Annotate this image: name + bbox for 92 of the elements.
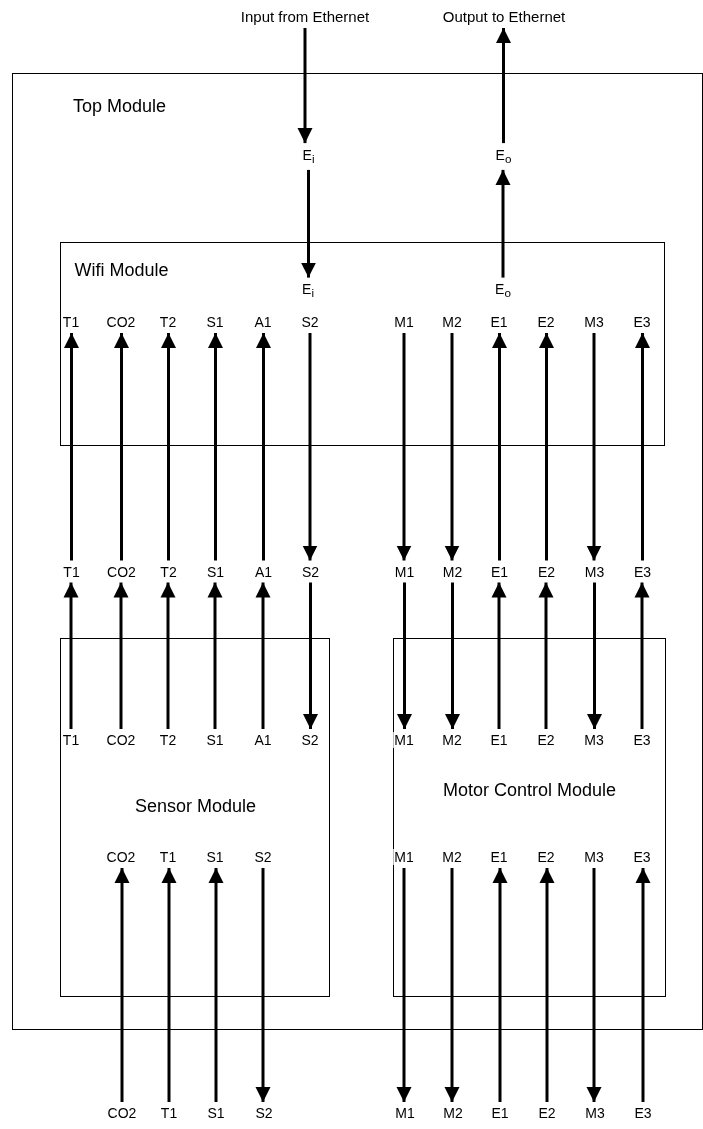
module-title: Sensor Module — [133, 794, 258, 817]
arrow — [635, 333, 650, 561]
arrow — [445, 582, 460, 729]
port-label: M1 — [394, 1105, 416, 1121]
port-label: E1 — [489, 732, 509, 748]
arrow — [160, 582, 176, 729]
arrow — [297, 28, 313, 144]
port-label: E1 — [490, 1105, 510, 1121]
port-label: M2 — [442, 1105, 464, 1121]
port-label: CO2 — [105, 314, 137, 330]
port-label: S2 — [253, 849, 273, 865]
port-label: E2 — [536, 849, 556, 865]
arrow — [539, 868, 555, 1102]
arrow — [301, 169, 316, 278]
port-label: T1 — [159, 1105, 179, 1121]
port-label: A1 — [253, 732, 273, 748]
arrow — [444, 868, 460, 1102]
port-label: M3 — [584, 1105, 606, 1121]
port-label: CO2 — [105, 732, 137, 748]
port-label: S1 — [205, 732, 225, 748]
port-label: T1 — [158, 849, 178, 865]
arrow — [635, 868, 651, 1102]
module-title: Top Module — [73, 95, 167, 117]
arrow — [207, 582, 223, 729]
arrow — [161, 333, 176, 561]
port-label: S2 — [254, 1105, 274, 1121]
port-label: M2 — [441, 849, 463, 865]
port-label: S2 — [300, 314, 320, 330]
arrow — [255, 582, 271, 729]
arrow — [303, 582, 318, 729]
arrow — [114, 333, 129, 561]
port-label: M1 — [393, 314, 415, 330]
module-title: Motor Control Module — [441, 778, 618, 801]
port-label: S2 — [300, 732, 320, 748]
port-label: M2 — [441, 732, 463, 748]
port-label: M3 — [583, 732, 605, 748]
arrow — [63, 582, 79, 729]
arrow — [161, 868, 177, 1102]
arrow — [492, 868, 508, 1102]
arrow — [64, 333, 79, 561]
arrow — [496, 28, 511, 144]
arrow — [114, 868, 130, 1102]
arrow — [492, 333, 507, 561]
port-label: E1 — [489, 849, 509, 865]
port-label: E3 — [632, 732, 652, 748]
port-label: M3 — [583, 314, 605, 330]
port-label: T1 — [61, 732, 81, 748]
module-box — [12, 73, 703, 1030]
port-label: E3 — [633, 1105, 653, 1121]
arrow — [444, 333, 460, 561]
port-label: M1 — [393, 849, 415, 865]
port-label: T1 — [61, 314, 81, 330]
arrow — [538, 582, 554, 729]
port-label: A1 — [253, 314, 273, 330]
arrow — [587, 582, 602, 729]
arrow — [396, 333, 412, 561]
port-label: M2 — [441, 314, 463, 330]
arrow — [491, 582, 507, 729]
arrow — [539, 333, 554, 561]
arrow — [208, 333, 223, 561]
module-box — [59, 241, 665, 446]
module-title: Wifi Module — [74, 258, 169, 281]
signal-label: Input from Ethernet — [239, 9, 371, 25]
module-box — [59, 637, 330, 997]
port-label: CO2 — [106, 1105, 138, 1121]
port-label: E3 — [632, 314, 652, 330]
port-label: E2 — [536, 732, 556, 748]
port-label: E2 — [536, 314, 556, 330]
arrow — [302, 333, 318, 561]
arrow — [255, 868, 271, 1102]
arrow — [256, 333, 271, 561]
signal-label: Output to Ethernet — [441, 9, 567, 25]
port-label: S1 — [206, 1105, 226, 1121]
arrow — [397, 582, 412, 729]
port-label: M1 — [393, 732, 415, 748]
port-label: S1 — [205, 849, 225, 865]
arrow — [586, 333, 602, 561]
port-label: CO2 — [105, 849, 137, 865]
module-box — [392, 637, 666, 997]
port-label: T2 — [158, 314, 178, 330]
port-label: E2 — [537, 1105, 557, 1121]
arrow — [634, 582, 650, 729]
port-label: T2 — [158, 732, 178, 748]
port-label: S1 — [205, 314, 225, 330]
arrow — [208, 868, 224, 1102]
port-label: E3 — [632, 849, 652, 865]
arrow — [495, 169, 511, 278]
arrow — [113, 582, 129, 729]
port-label: E1 — [489, 314, 509, 330]
port-label: M3 — [583, 849, 605, 865]
arrow — [586, 868, 602, 1102]
arrow — [396, 868, 412, 1102]
